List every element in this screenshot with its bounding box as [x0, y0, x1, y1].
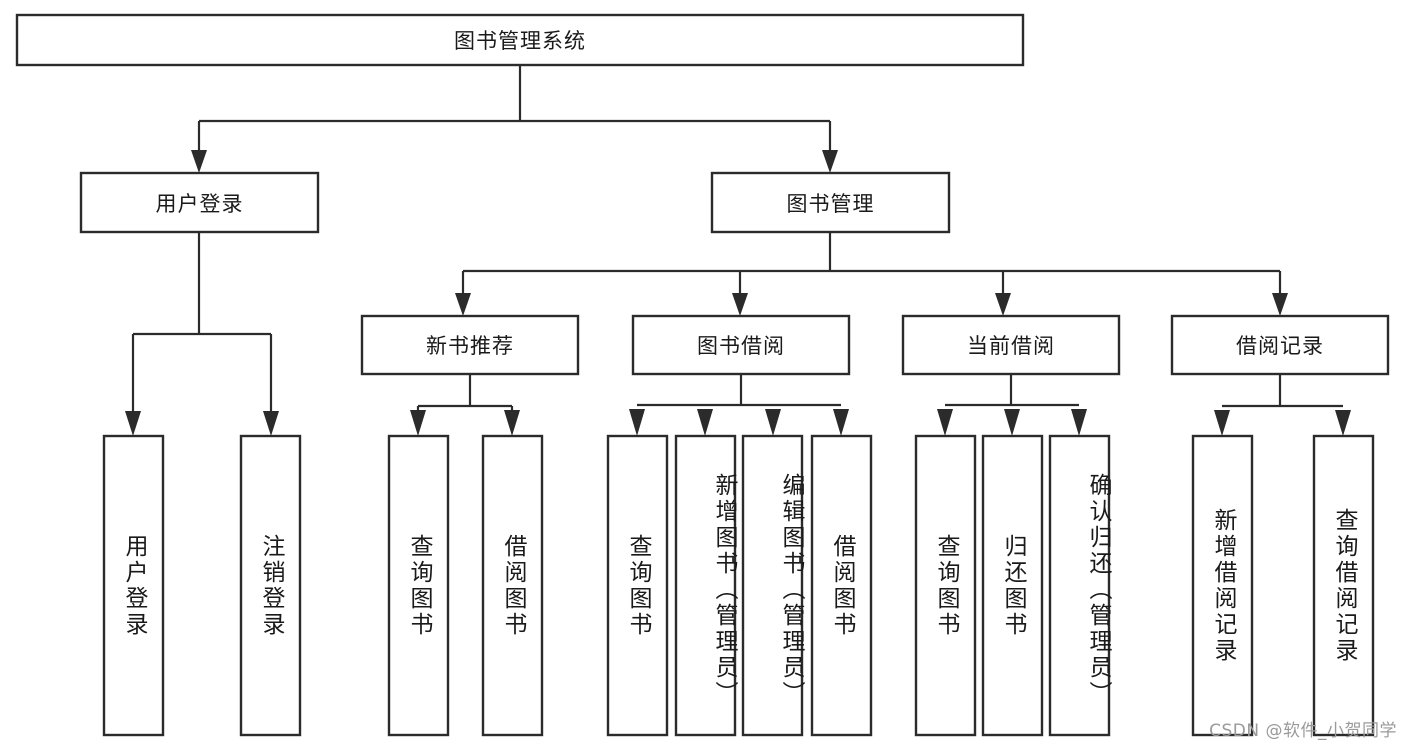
arrow-head-book-borrow-leaf-1	[697, 409, 713, 436]
arrow-head-new-book-leaf-0	[410, 410, 426, 436]
arrow-head-current-borrow	[995, 293, 1011, 316]
arrow-head-book-management	[822, 150, 838, 173]
leaf-box-borrow-record-0[interactable]	[1191, 434, 1254, 737]
arrow-head-new-book-recommend	[455, 293, 471, 316]
node-box-borrow-record[interactable]	[1170, 314, 1390, 376]
arrow-head-current-borrow-leaf-2	[1071, 409, 1087, 436]
leaf-box-current-borrow-1[interactable]	[981, 434, 1044, 737]
leaf-box-book-borrow-3[interactable]	[810, 434, 873, 737]
leaf-box-book-borrow-0[interactable]	[606, 434, 669, 737]
arrow-head-book-borrow-leaf-2	[765, 409, 781, 436]
arrow-head-borrow-record	[1272, 293, 1288, 316]
node-box-book-borrow[interactable]	[631, 314, 851, 376]
arrow-head-current-borrow-leaf-1	[1004, 409, 1020, 436]
leaf-box-current-borrow-2[interactable]	[1048, 434, 1111, 737]
leaf-box-new-book-1[interactable]	[481, 434, 544, 737]
leaf-box-user-login-0[interactable]	[102, 434, 165, 737]
arrow-head-borrow-record-leaf-0	[1214, 410, 1230, 436]
leaf-box-new-book-0[interactable]	[387, 434, 450, 737]
watermark-text: CSDN @软件_小贺同学	[1209, 721, 1397, 741]
node-box-book-management[interactable]	[710, 171, 951, 234]
node-box-root[interactable]	[15, 13, 1025, 67]
arrow-head-book-borrow	[732, 293, 748, 316]
node-box-current-borrow[interactable]	[901, 314, 1121, 376]
leaf-box-user-login-1[interactable]	[239, 434, 302, 737]
leaf-box-book-borrow-1[interactable]	[674, 434, 737, 737]
leaf-box-book-borrow-2[interactable]	[741, 434, 804, 737]
arrow-head-book-borrow-leaf-3	[833, 409, 849, 436]
arrow-head-borrow-record-leaf-1	[1335, 410, 1351, 436]
arrow-head-new-book-leaf-1	[504, 410, 520, 436]
arrow-head-book-borrow-leaf-0	[629, 409, 645, 436]
arrow-head-user-login-leaf-1	[263, 411, 279, 436]
node-box-new-book-recommend[interactable]	[360, 314, 580, 376]
arrow-head-current-borrow-leaf-0	[937, 409, 953, 436]
node-box-user-login[interactable]	[79, 171, 320, 234]
leaf-box-borrow-record-1[interactable]	[1312, 434, 1375, 737]
leaf-box-current-borrow-0[interactable]	[914, 434, 977, 737]
arrow-head-user-login-leaf-0	[125, 411, 141, 436]
arrow-head-user-login	[191, 150, 207, 173]
